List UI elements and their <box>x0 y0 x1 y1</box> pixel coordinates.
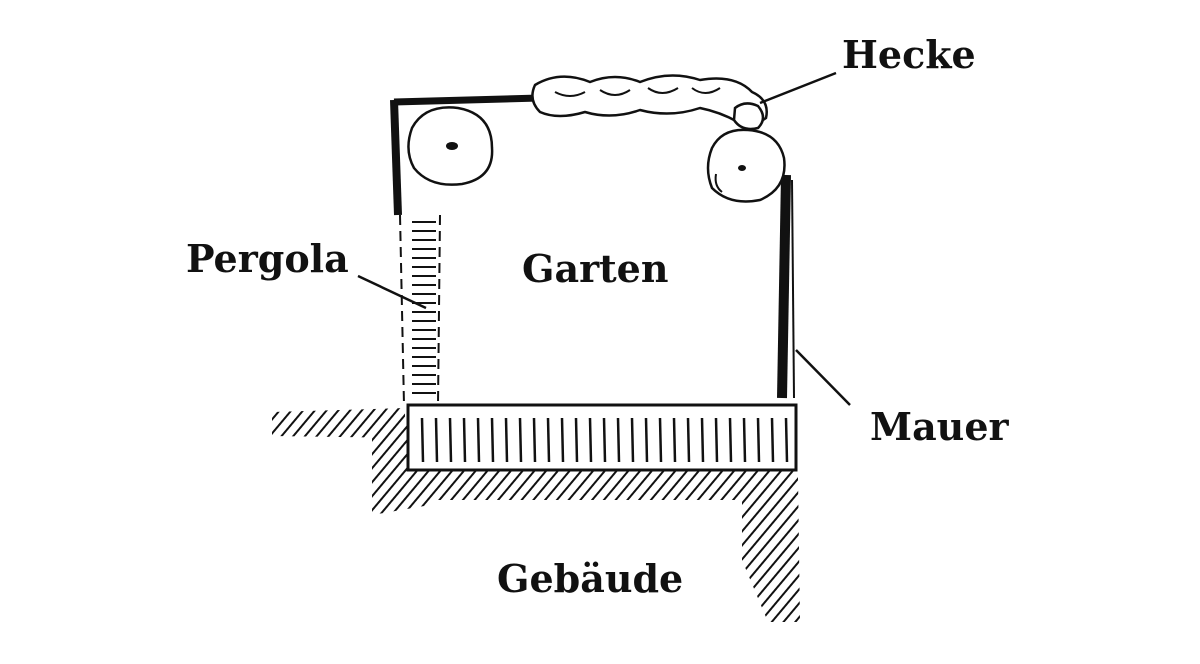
terrace-tick <box>784 417 789 463</box>
terrace-tick <box>560 417 565 463</box>
terrace-tick <box>700 417 705 463</box>
terrace-tick <box>462 417 467 463</box>
terrace-tick <box>770 417 775 463</box>
terrace-tick <box>658 417 663 463</box>
label-garden: Garten <box>522 246 668 291</box>
wall <box>777 174 795 399</box>
terrace <box>406 403 798 472</box>
terrace-tick <box>490 417 495 463</box>
tree-right <box>706 128 786 203</box>
terrace-tick <box>546 417 551 463</box>
terrace-tick <box>728 417 733 463</box>
label-pergola: Pergola <box>186 236 349 281</box>
terrace-tick <box>434 417 439 463</box>
terrace-tick <box>420 417 425 463</box>
hedge-arrow <box>759 71 837 105</box>
terrace-tick <box>504 417 509 463</box>
terrace-tick <box>602 417 607 463</box>
terrace-tick <box>616 417 621 463</box>
pergola-arrow <box>357 274 427 310</box>
leader-lines <box>357 71 851 406</box>
garden-frame <box>390 94 541 216</box>
terrace-tick <box>476 417 481 463</box>
terrace-tick <box>742 417 747 463</box>
label-building: Gebäude <box>497 556 683 601</box>
terrace-tick <box>686 417 691 463</box>
terrace-tick <box>518 417 523 463</box>
hedge <box>531 74 768 131</box>
label-wall: Mauer <box>870 404 1009 449</box>
terrace-tick <box>644 417 649 463</box>
terrace-tick <box>714 417 719 463</box>
terrace-tick <box>532 417 537 463</box>
label-hedge: Hecke <box>842 32 976 77</box>
terrace-tick <box>630 417 635 463</box>
pergola <box>399 214 441 406</box>
tree-left <box>407 106 494 186</box>
terrace-tick <box>574 417 579 463</box>
terrace-tick <box>672 417 677 463</box>
ground-hatching <box>272 408 800 622</box>
terrace-tick <box>756 417 761 463</box>
terrace-tick <box>448 417 453 463</box>
terrace-tick <box>588 417 593 463</box>
wall-arrow <box>795 349 851 406</box>
